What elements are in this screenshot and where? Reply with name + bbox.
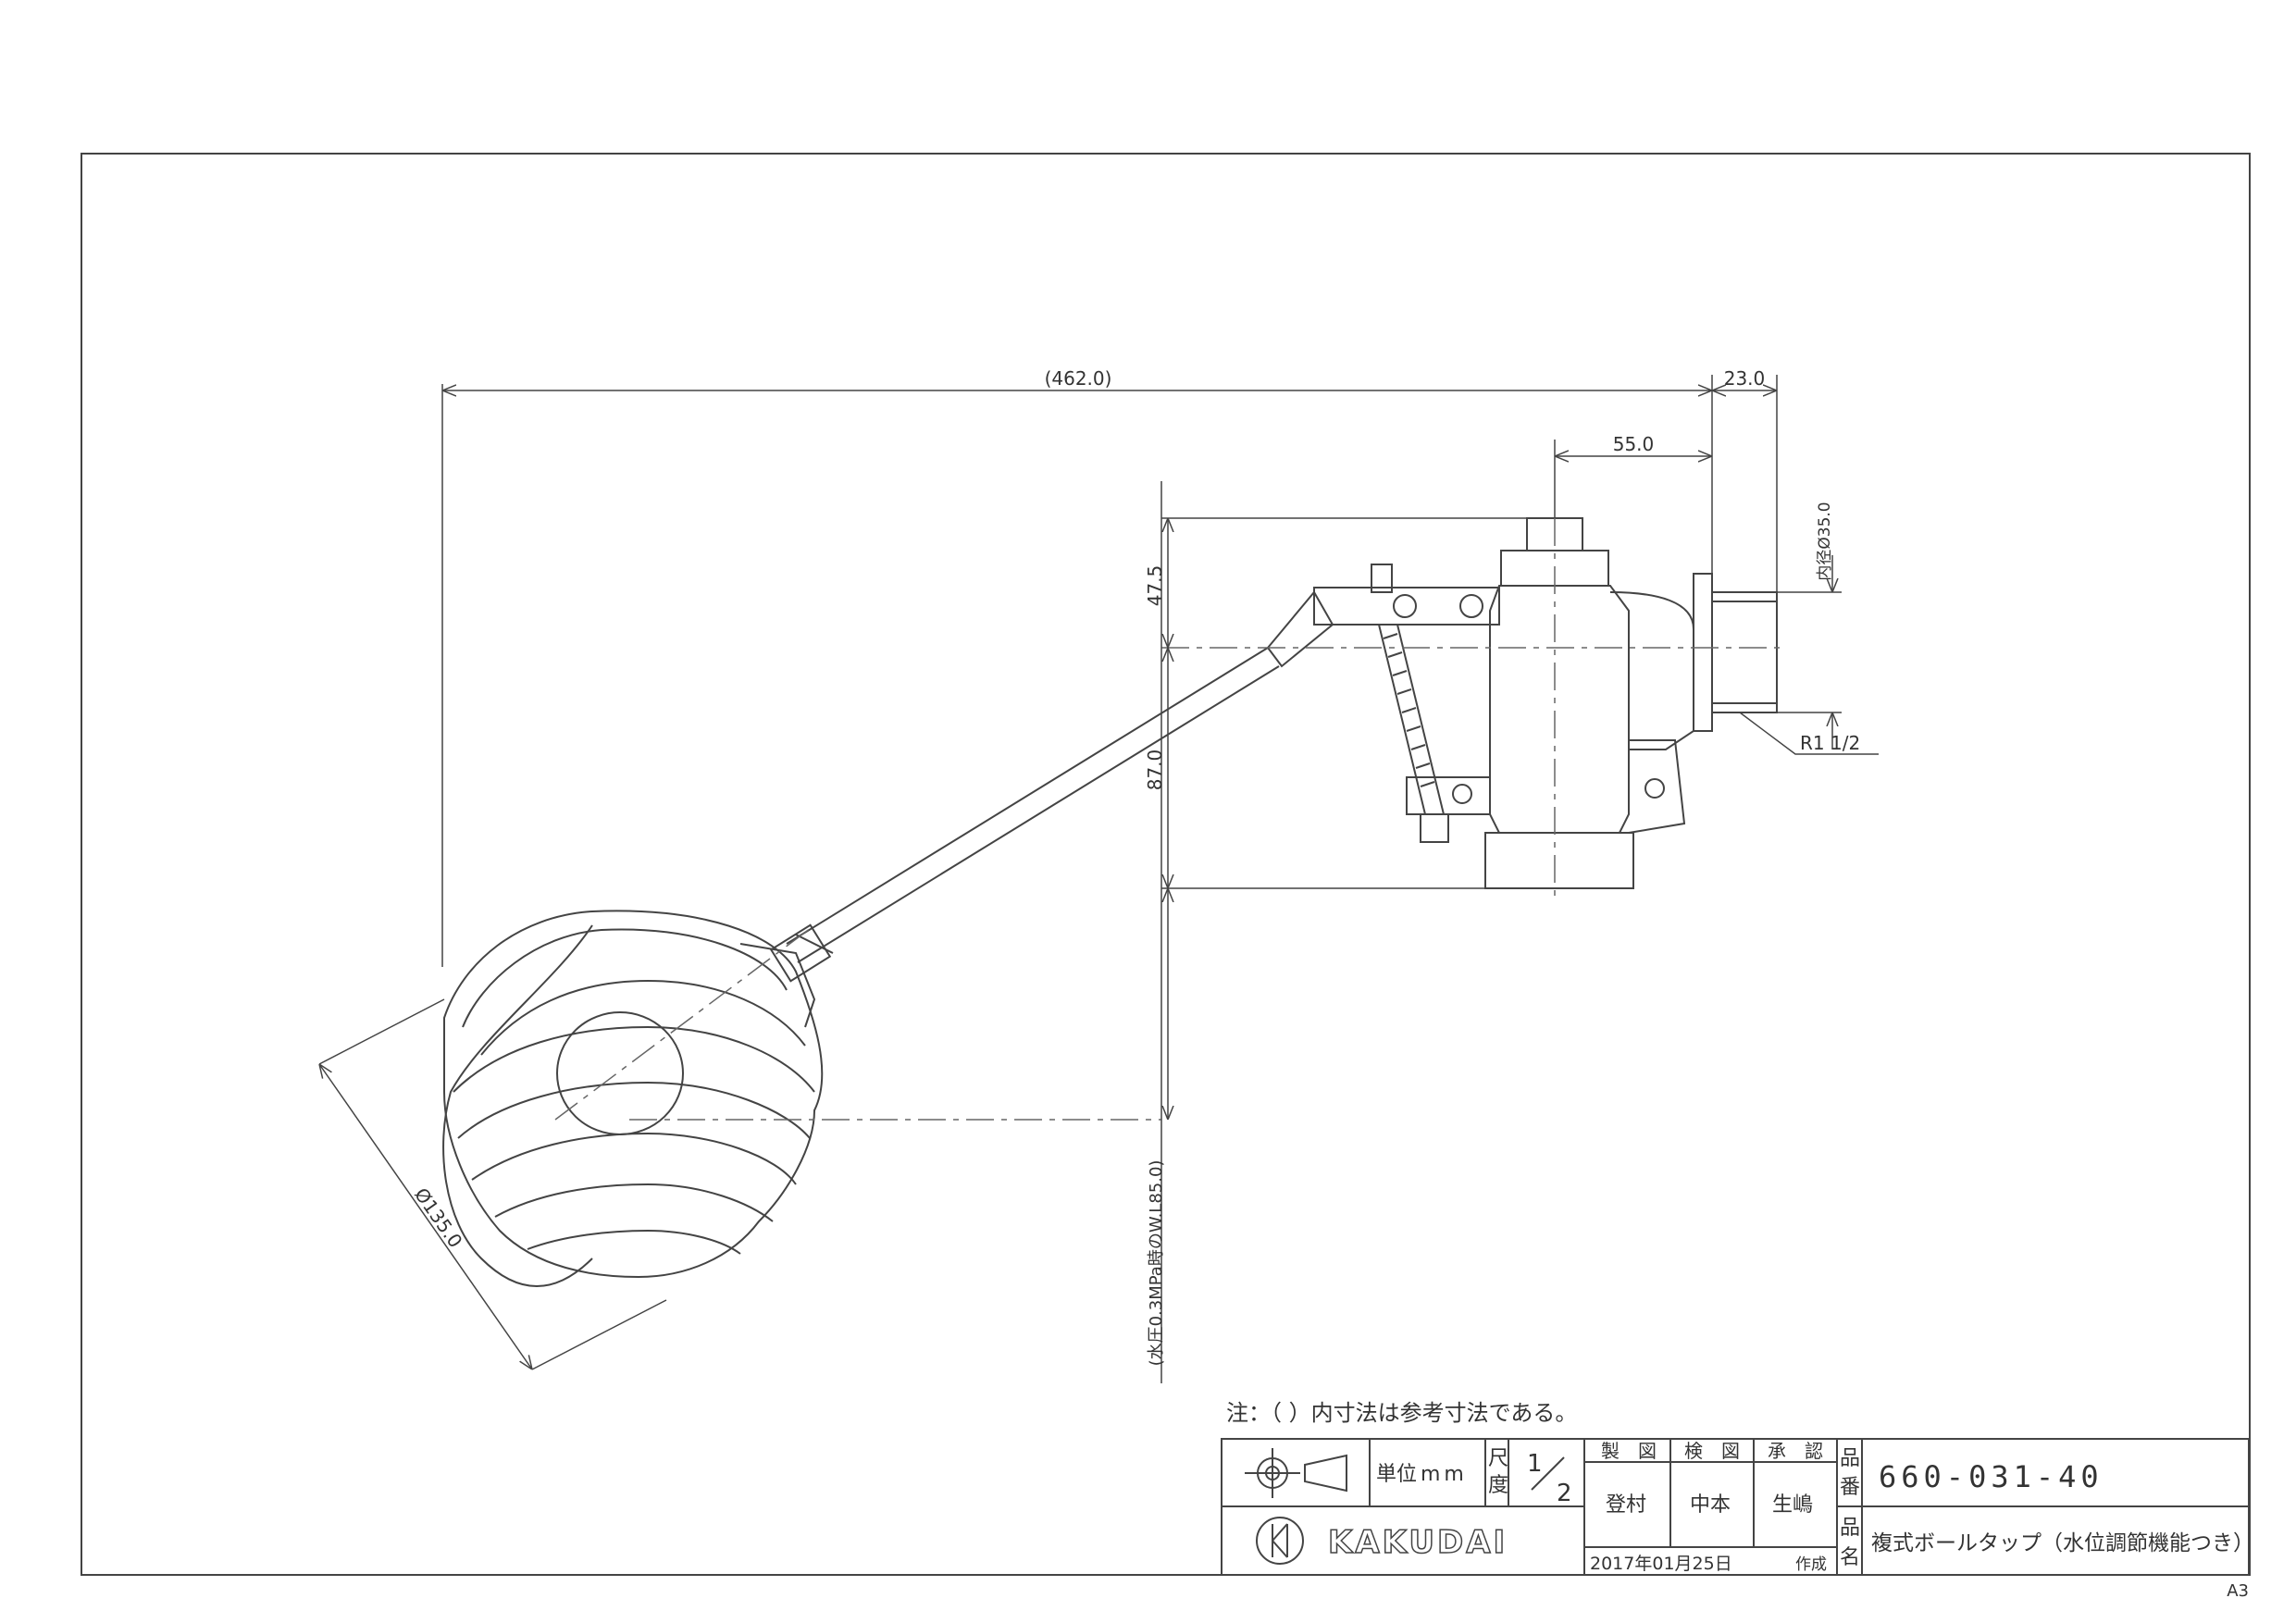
scale-denominator: 2 — [1557, 1480, 1572, 1507]
valve-body — [1266, 517, 1778, 889]
water-level-label: (水圧0.3MPa時のW.L85.0) — [1147, 1160, 1166, 1367]
thread-label: R1 1/2 — [1800, 732, 1860, 754]
title-block — [1221, 1438, 2250, 1576]
drawn-by: 登村 — [1606, 1493, 1646, 1517]
connector-length-label: 23.0 — [1724, 367, 1766, 390]
drawing-border — [81, 153, 2251, 1576]
bottom-height-label: 87.0 — [1144, 750, 1166, 791]
part-no-label-2: 番 — [1840, 1476, 1860, 1499]
approved-label: 承 認 — [1768, 1440, 1823, 1462]
overall-length-label: (462.0) — [1045, 367, 1112, 390]
projection-symbol-icon — [1245, 1448, 1347, 1498]
part-no-label-1: 品 — [1840, 1447, 1860, 1470]
unit-label: 単位 — [1376, 1463, 1417, 1486]
reference-note: 注：（ ）内寸法は参考寸法である。 — [1226, 1400, 1577, 1426]
name-label-2: 名 — [1840, 1546, 1860, 1569]
part-number: 660-031-40 — [1879, 1459, 2104, 1494]
name-label-1: 品 — [1840, 1517, 1860, 1540]
brand-name: KAKUDAI — [1328, 1524, 1508, 1561]
body-offset-label: 55.0 — [1613, 433, 1655, 455]
scale-label-2: 度 — [1488, 1474, 1508, 1497]
title-block-text: 単位 mm 尺 度 1 2 製 図 検 図 承 認 登村 中本 生嶋 2017年… — [1376, 1440, 2254, 1574]
ball-diameter-label: Ø135.0 — [410, 1183, 467, 1252]
kakudai-logo-icon — [1256, 1517, 1304, 1565]
approved-by: 生嶋 — [1772, 1493, 1813, 1517]
top-height-label: 47.5 — [1144, 565, 1166, 607]
part-name: 複式ボールタップ（水位調節機能つき） — [1871, 1531, 2254, 1555]
scale-numerator: 1 — [1527, 1450, 1543, 1478]
date: 2017年01月25日 — [1590, 1554, 1732, 1574]
float-ball — [442, 910, 824, 1287]
scale-label-1: 尺 — [1488, 1447, 1508, 1470]
center-lines — [554, 518, 1786, 1121]
dimension-labels: (462.0) 23.0 55.0 47.5 87.0 内径Ø35.0 R1 1… — [410, 367, 1860, 1366]
created-label: 作成 — [1795, 1555, 1827, 1574]
drawn-label: 製 図 — [1601, 1440, 1657, 1462]
dimension-lines — [319, 375, 1879, 1383]
sheet-size: A3 — [2227, 1581, 2249, 1601]
inner-diameter-label: 内径Ø35.0 — [1816, 502, 1834, 580]
unit-value: mm — [1421, 1463, 1468, 1486]
arm-rod — [769, 647, 1280, 983]
checked-by: 中本 — [1690, 1493, 1731, 1517]
checked-label: 検 図 — [1684, 1440, 1740, 1462]
